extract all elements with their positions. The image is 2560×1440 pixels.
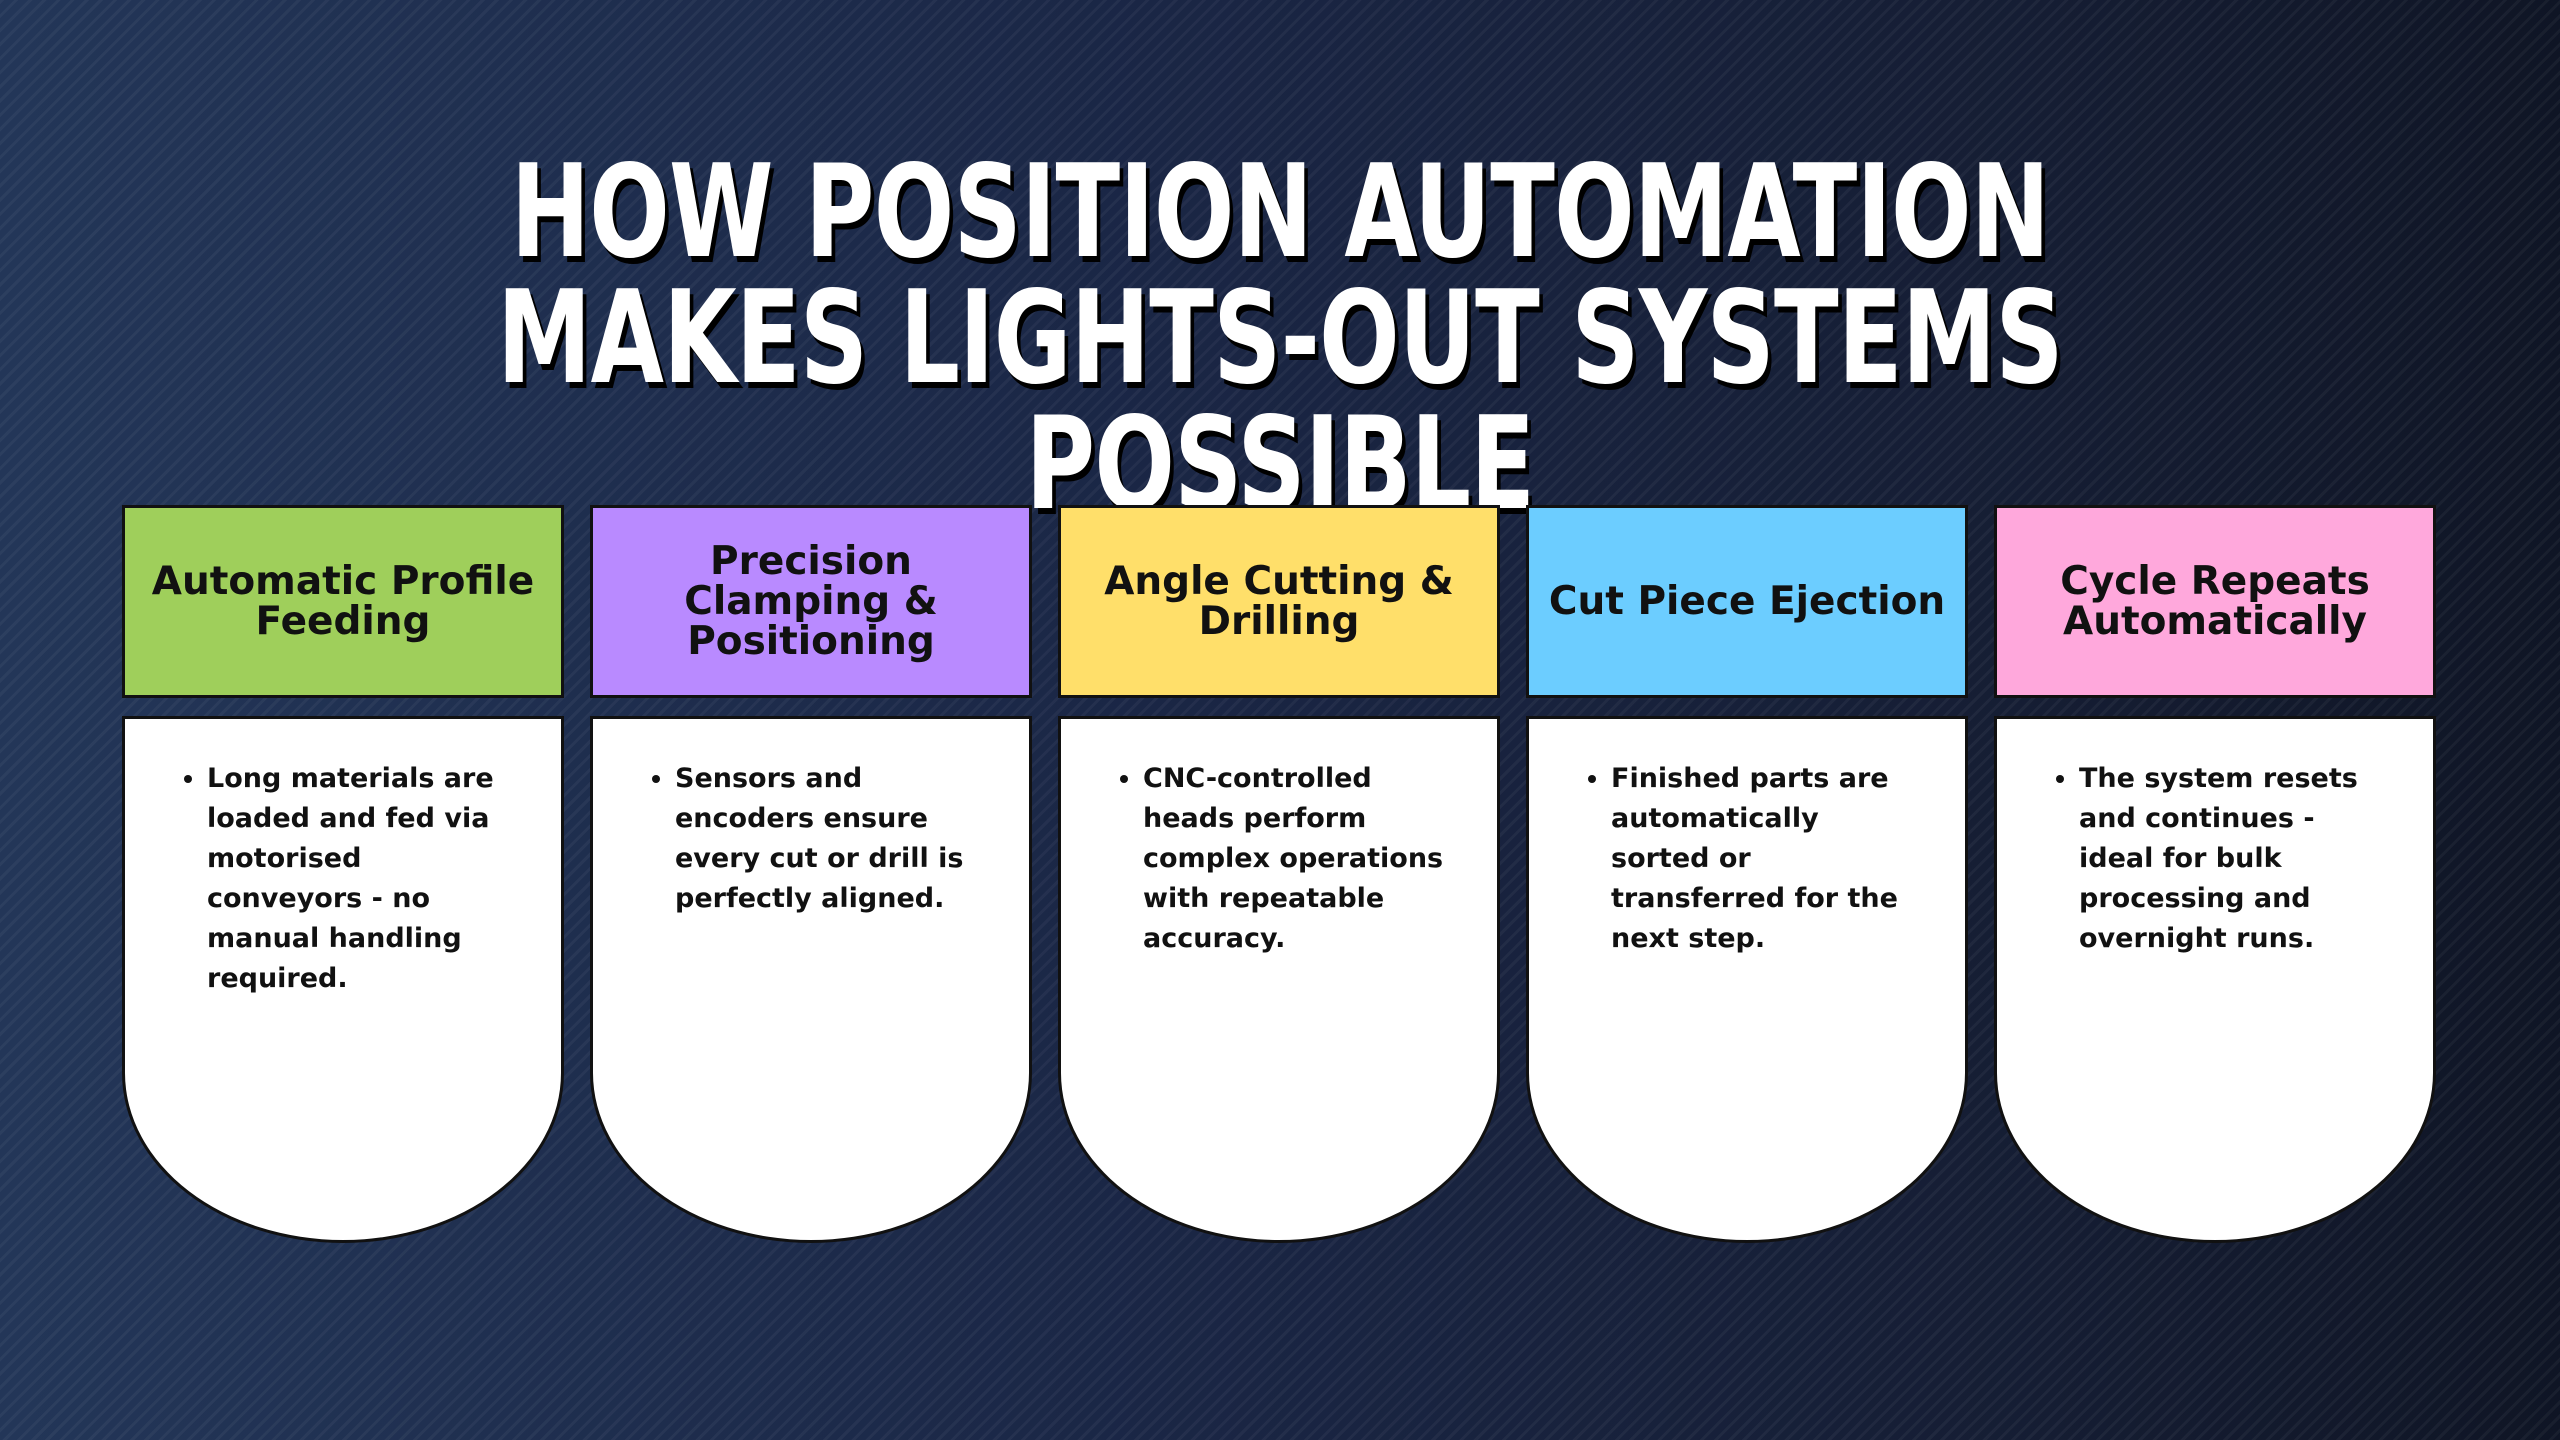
card-body-cycle-repeats: The system resets and continues - ideal …	[1994, 716, 2436, 1243]
card-body-angle-cutting: CNC-controlled heads perform complex ope…	[1058, 716, 1500, 1243]
card-body-precision-clamping: Sensors and encoders ensure every cut or…	[590, 716, 1032, 1243]
card-header-precision-clamping: Precision Clamping & Positioning	[590, 505, 1032, 698]
card-heading: Automatic Profile Feeding	[151, 558, 535, 644]
card-header-cycle-repeats: Cycle Repeats Automatically	[1994, 505, 2436, 698]
card-body-cut-piece-ejection: Finished parts are automatically sorted …	[1526, 716, 1968, 1243]
bullet-item: Finished parts are automatically sorted …	[1611, 759, 1925, 959]
card-heading: Angle Cutting & Drilling	[1104, 558, 1454, 644]
page-title: HOW POSITION AUTOMATION MAKES LIGHTS-OUT…	[497, 138, 2063, 539]
bullet-list: Sensors and encoders ensure every cut or…	[653, 759, 989, 919]
card-body-automatic-profile-feeding: Long materials are loaded and fed via mo…	[122, 716, 564, 1243]
bullet-list: Long materials are loaded and fed via mo…	[185, 759, 521, 999]
bullet-item: Long materials are loaded and fed via mo…	[207, 759, 521, 999]
bullet-item: Sensors and encoders ensure every cut or…	[675, 759, 989, 919]
bullet-list: The system resets and continues - ideal …	[2057, 759, 2393, 959]
card-heading: Cycle Repeats Automatically	[2060, 558, 2370, 644]
bullet-list: CNC-controlled heads perform complex ope…	[1121, 759, 1457, 959]
card-header-angle-cutting: Angle Cutting & Drilling	[1058, 505, 1500, 698]
card-header-cut-piece-ejection: Cut Piece Ejection	[1526, 505, 1968, 698]
bullet-item: CNC-controlled heads perform complex ope…	[1143, 759, 1457, 959]
bullet-list: Finished parts are automatically sorted …	[1589, 759, 1925, 959]
card-heading: Precision Clamping & Positioning	[684, 538, 938, 664]
card-header-automatic-profile-feeding: Automatic Profile Feeding	[122, 505, 564, 698]
card-heading: Cut Piece Ejection	[1548, 578, 1946, 624]
bullet-item: The system resets and continues - ideal …	[2079, 759, 2393, 959]
